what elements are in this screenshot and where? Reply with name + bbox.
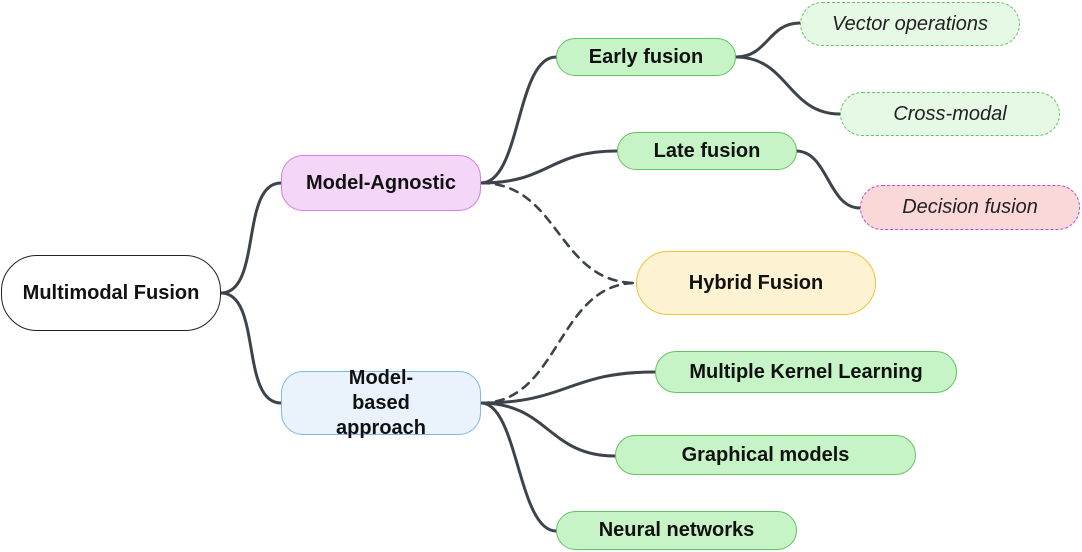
node-hybrid-fusion[interactable]: Hybrid Fusion (636, 251, 876, 315)
node-graphical-models[interactable]: Graphical models (615, 435, 916, 475)
node-early-fusion[interactable]: Early fusion (556, 38, 736, 76)
node-model-based-approach[interactable]: Model-based approach (281, 367, 481, 439)
node-model-agnostic[interactable]: Model-Agnostic (281, 155, 481, 211)
node-label: Vector operations (831, 12, 988, 35)
edge-based-mkl (479, 370, 657, 405)
edge-based-neural (479, 401, 558, 533)
edge-root-based (219, 291, 283, 405)
node-label: Cross-modal (893, 102, 1007, 125)
edge-agnostic-early (479, 55, 558, 185)
node-multiple-kernel-learning[interactable]: Multiple Kernel Learning (655, 351, 957, 393)
node-label: Graphical models (681, 443, 850, 466)
node-label: Neural networks (598, 519, 755, 541)
node-label: Early fusion (588, 45, 704, 68)
edge-early-crossmodal (734, 55, 842, 116)
node-label: Late fusion (653, 139, 761, 162)
node-label: Model-Agnostic (306, 171, 456, 194)
edge-late-decision (794, 149, 862, 210)
edge-based-graphical (479, 401, 617, 458)
node-decision-fusion[interactable]: Decision fusion (860, 185, 1080, 230)
node-label: Multimodal Fusion (22, 281, 200, 304)
node-label: Model-based approach (335, 366, 427, 439)
edge-based-hybrid (479, 281, 638, 405)
node-label: Multiple Kernel Learning (689, 360, 923, 383)
node-label: Hybrid Fusion (688, 271, 824, 294)
node-late-fusion[interactable]: Late fusion (617, 132, 797, 170)
edge-agnostic-late (479, 149, 619, 185)
node-neural-networks[interactable]: Neural networks (556, 511, 797, 550)
node-cross-modal[interactable]: Cross-modal (840, 92, 1060, 136)
node-multimodal-fusion[interactable]: Multimodal Fusion (1, 255, 221, 331)
edge-root-agnostic (219, 181, 283, 295)
edge-agnostic-hybrid (479, 181, 638, 285)
node-label: Decision fusion (902, 196, 1038, 218)
edge-early-vector (734, 21, 802, 59)
node-vector-operations[interactable]: Vector operations (800, 2, 1020, 46)
